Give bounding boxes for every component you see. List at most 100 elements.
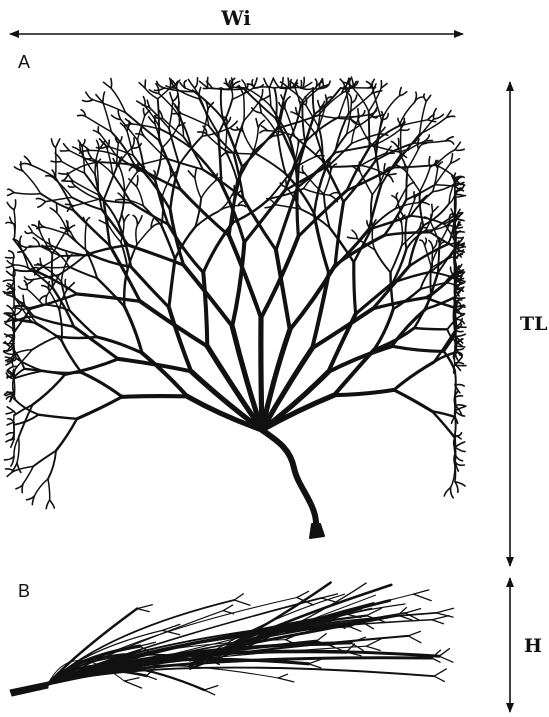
seaweed-branchlet [254, 87, 274, 88]
seaweed-branchlet [225, 151, 237, 181]
seaweed-tip [184, 81, 186, 89]
seaweed-tip [121, 123, 127, 131]
seaweed-side-tip [413, 594, 431, 601]
seaweed-tip [170, 92, 173, 101]
seaweed-branchlet [454, 355, 455, 364]
seaweed-branchlet [414, 328, 447, 329]
seaweed-tip [6, 257, 14, 258]
seaweed-branchlet [27, 246, 54, 247]
seaweed-branchlet [401, 125, 402, 154]
seaweed-branchlet [137, 228, 151, 245]
seaweed-side-tip [432, 616, 449, 620]
seaweed-tip [51, 161, 61, 162]
seaweed-branchlet [301, 88, 314, 89]
seaweed-tip [111, 79, 112, 89]
seaweed-branchlet [371, 195, 373, 228]
seaweed-side-holdfast [10, 682, 48, 696]
seaweed-tip [8, 189, 14, 192]
seaweed-branchlet [84, 173, 103, 200]
total-length-measure: TL [510, 82, 548, 566]
seaweed-side-tip [432, 658, 440, 662]
seaweed-branchlet [39, 256, 60, 268]
seaweed-tip [51, 139, 55, 148]
seaweed-branchlet [85, 224, 86, 249]
seaweed-branch [261, 318, 262, 430]
seaweed-tip [4, 456, 14, 460]
seaweed-branch [169, 259, 175, 308]
seaweed-branchlet [244, 95, 245, 121]
width-measure: Wi [10, 6, 463, 34]
seaweed-tip [259, 102, 261, 113]
seaweed-tip [426, 95, 431, 101]
seaweed-branchlet [27, 289, 42, 304]
seaweed-branchlet [420, 191, 424, 225]
seaweed-branch [128, 245, 183, 265]
seaweed-branchlet [14, 306, 15, 314]
seaweed-tip [36, 198, 45, 201]
seaweed-branchlet [135, 158, 166, 166]
seaweed-tip [425, 141, 433, 142]
seaweed-branchlet [97, 278, 124, 306]
seaweed-branchlet [34, 479, 48, 496]
seaweed-side-tip [408, 636, 421, 643]
seaweed-tip [98, 127, 100, 134]
seaweed-tip [432, 204, 433, 212]
seaweed-branchlet [14, 270, 35, 271]
seaweed-branchlet [221, 88, 223, 119]
seaweed-branch [203, 273, 207, 347]
seaweed-side-tip [434, 669, 446, 676]
seaweed-tip [351, 95, 356, 103]
seaweed-branchlet [45, 267, 69, 268]
seaweed-side-tip [317, 634, 327, 641]
seaweed-branchlet [274, 87, 290, 88]
seaweed-branch [122, 396, 187, 397]
seaweed-tip [420, 240, 425, 245]
seaweed-branchlet [104, 168, 117, 200]
seaweed-branchlet [14, 193, 41, 195]
seaweed-tip [143, 109, 144, 116]
seaweed-branchlet [382, 96, 400, 121]
seaweed-branchlet [14, 379, 15, 399]
seaweed-branchlet [330, 228, 354, 263]
seaweed-tip [39, 222, 45, 228]
seaweed-tip [59, 173, 68, 174]
seaweed-tip [400, 92, 407, 96]
seaweed-branchlet [438, 248, 455, 273]
seaweed-tip [195, 78, 198, 88]
seaweed-branchlet [56, 419, 77, 451]
width-label: Wi [220, 6, 251, 30]
seaweed-branch [118, 359, 191, 371]
seaweed-branch [314, 214, 329, 274]
seaweed-tip [434, 114, 444, 119]
seaweed-branchlet [14, 265, 28, 268]
seaweed-tip [398, 138, 399, 147]
panel-b-label: B [18, 581, 30, 601]
seaweed-tip [229, 81, 230, 89]
seaweed-branch [169, 307, 191, 371]
seaweed-tip [455, 142, 460, 150]
seaweed-tip [4, 343, 15, 344]
seaweed-tip [145, 80, 146, 88]
seaweed-branch [394, 362, 434, 390]
seaweed-branchlet [373, 89, 382, 121]
seaweed-tip [446, 141, 454, 144]
seaweed-tip [433, 241, 437, 249]
seaweed-tip [13, 308, 22, 310]
seaweed-tip [455, 442, 465, 447]
seaweed-branchlet [347, 168, 394, 191]
seaweed-branch [392, 346, 444, 351]
seaweed-tip [425, 217, 431, 222]
seaweed-branchlet [85, 245, 128, 255]
seaweed-branchlet [52, 254, 53, 288]
seaweed-tip [170, 78, 171, 88]
seaweed-tip [288, 78, 289, 88]
seaweed-tip [4, 352, 14, 355]
seaweed-side-tip [147, 676, 157, 680]
seaweed-tip [7, 306, 14, 313]
panel-a-label: A [18, 52, 30, 72]
seaweed-side-tip [405, 609, 420, 613]
seaweed-side-tip [234, 600, 250, 605]
seaweed-side-tip [124, 681, 141, 688]
seaweed-branch [181, 189, 230, 235]
seaweed-tip [252, 80, 254, 88]
